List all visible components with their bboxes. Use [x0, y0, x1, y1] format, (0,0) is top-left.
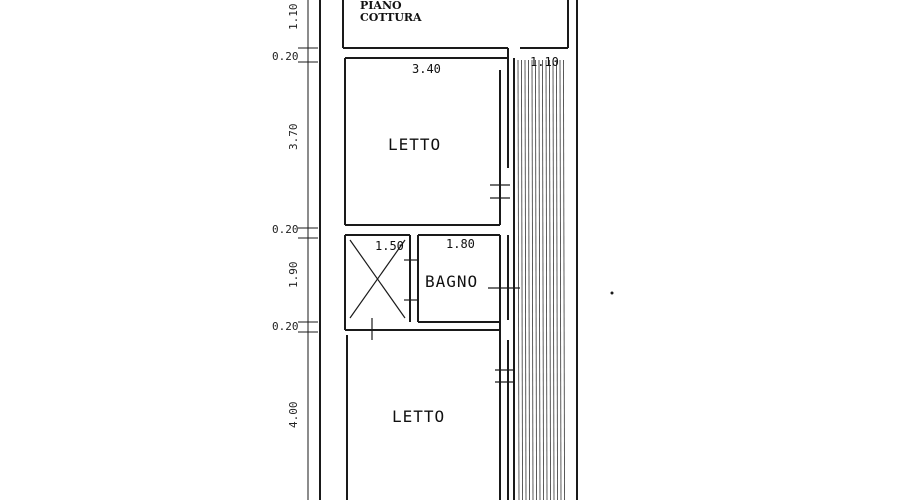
hatch-line: [535, 59, 537, 500]
dim-bedroom-top-height: 3.70: [287, 124, 300, 151]
dim-wall-mid: 0.20: [272, 223, 299, 236]
dim-balcony-width: 1.10: [530, 55, 559, 69]
dim-kitchen-height: 1.10: [287, 4, 300, 31]
dim-bath-width: 1.80: [446, 237, 475, 251]
hatch-line: [521, 59, 523, 500]
dim-bedroom-bottom-height: 4.00: [287, 402, 300, 429]
bathroom-label: BAGNO: [425, 272, 478, 291]
balcony-hatching: [517, 59, 565, 500]
dim-bath-height: 1.90: [287, 262, 300, 289]
hatch-line: [545, 59, 548, 500]
walls: [319, 0, 578, 500]
door-marks: [371, 184, 520, 383]
hatch-line: [556, 59, 558, 500]
bedroom-bottom-label: LETTO: [392, 407, 445, 426]
hatch-line: [517, 59, 520, 500]
bedroom-top-label: LETTO: [388, 135, 441, 154]
hatch-line: [549, 59, 551, 500]
hatch-line: [538, 59, 541, 500]
hatch-line: [563, 59, 565, 500]
hatch-line: [552, 59, 555, 500]
hatch-line: [542, 59, 544, 500]
closet-cross: [349, 239, 406, 319]
hatch-line: [531, 59, 534, 500]
hatch-line: [559, 59, 562, 500]
dim-closet-width: 1.50: [375, 239, 404, 253]
hatch-line: [524, 59, 527, 500]
dim-wall-lower: 0.20: [272, 320, 299, 333]
kitchen-label-line2: COTTURA: [360, 11, 422, 24]
dim-wall-top: 0.20: [272, 50, 299, 63]
dim-bedroom-top-width: 3.40: [412, 62, 441, 76]
hatch-line: [528, 59, 530, 500]
dimension-line-vertical: [298, 0, 318, 500]
kitchen-label-line1: PIANO: [360, 0, 402, 12]
stray-mark: [610, 291, 614, 295]
